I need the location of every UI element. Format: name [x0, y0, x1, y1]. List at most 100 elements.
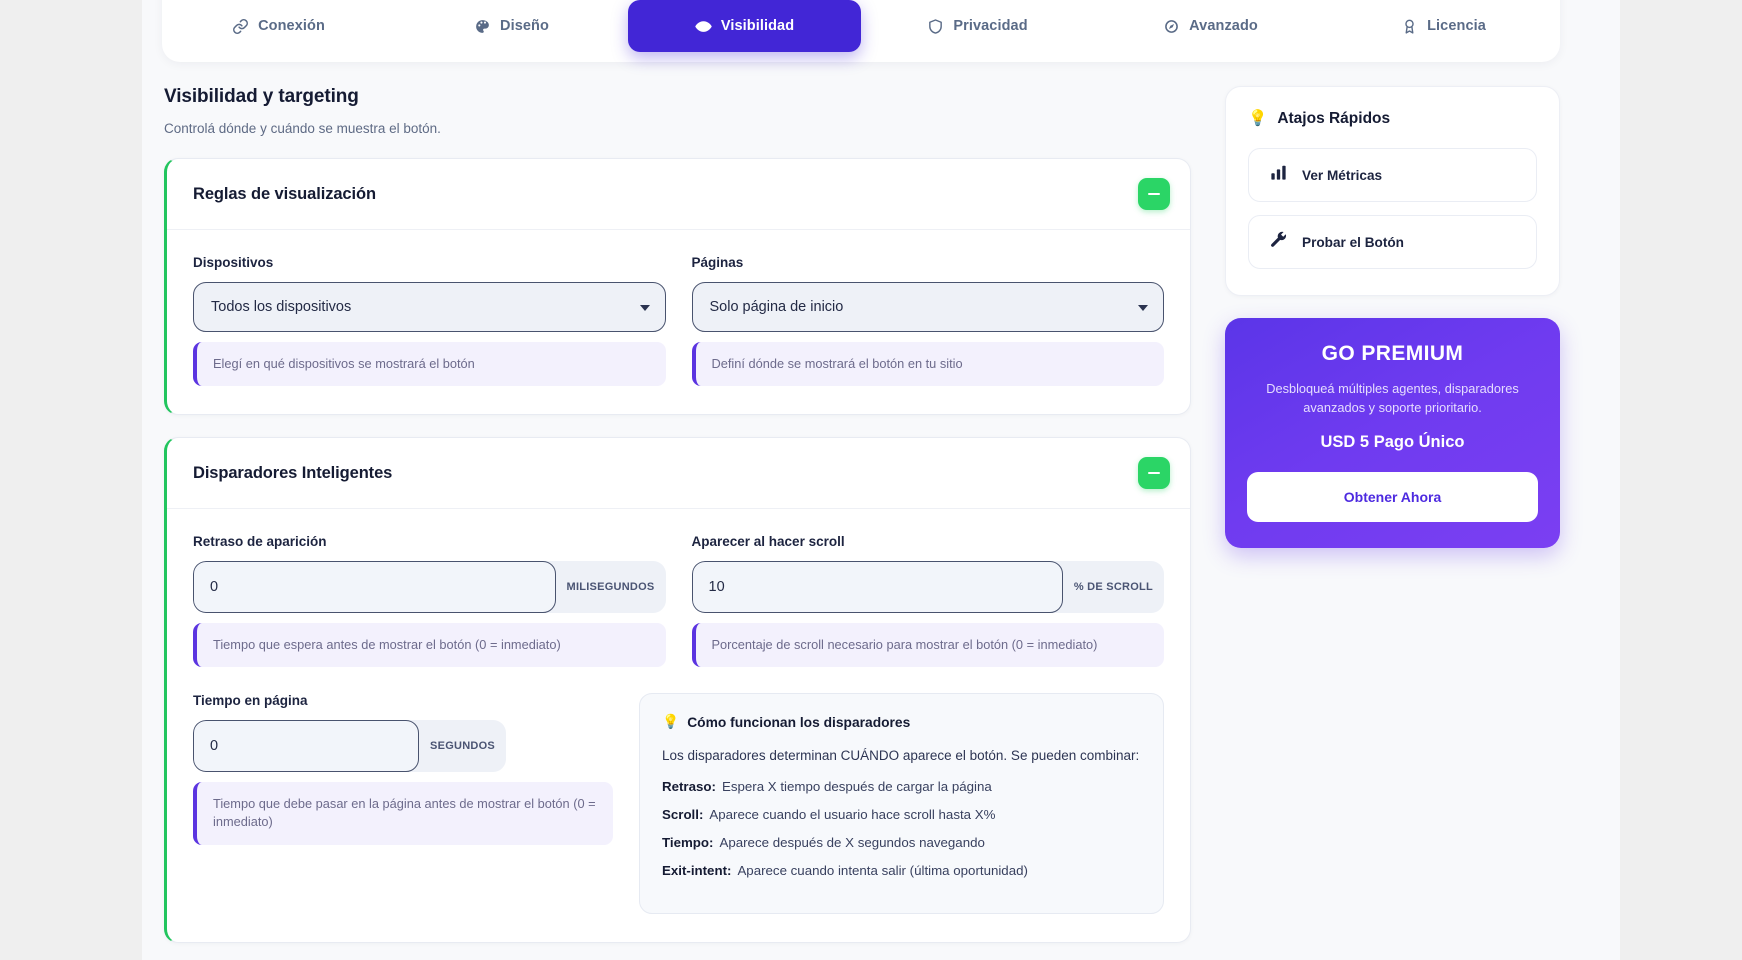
time-on-page-field: Tiempo en página SEGUNDOS Tiempo que deb…	[193, 693, 613, 914]
shortcut-ver-metricas[interactable]: Ver Métricas	[1248, 148, 1537, 202]
sidebar-column: 💡 Atajos Rápidos Ver Métricas	[1225, 86, 1560, 960]
chevron-down-icon	[639, 305, 650, 311]
triggers-body: Retraso de aparición MILISEGUNDOS Tiempo…	[167, 509, 1190, 942]
shortcut-label: Ver Métricas	[1302, 167, 1383, 183]
scroll-label: Aparecer al hacer scroll	[691, 534, 845, 550]
info-title-row: 💡 Cómo funcionan los disparadores	[662, 714, 1141, 730]
devices-hint: Elegí en qué dispositivos se mostrará el…	[193, 342, 666, 387]
section-title: Disparadores Inteligentes	[193, 463, 393, 482]
shortcut-probar-el-boton[interactable]: Probar el Botón	[1248, 215, 1537, 269]
shortcut-label: Probar el Botón	[1302, 234, 1404, 250]
triggers-header: Disparadores Inteligentes	[167, 438, 1190, 510]
scroll-field: Aparecer al hacer scroll % DE SCROLL Por…	[691, 534, 1164, 668]
delay-input-group: MILISEGUNDOS	[193, 561, 666, 614]
info-item-desc: Aparece cuando intenta salir (última opo…	[737, 863, 1028, 879]
bar-chart-icon	[1269, 163, 1288, 187]
collapse-display-rules-button[interactable]	[1138, 178, 1170, 210]
page-subtitle: Controlá dónde y cuándo se muestra el bo…	[164, 121, 441, 136]
tab-visibilidad[interactable]: Visibilidad	[628, 0, 861, 52]
app-page: Conexión Diseño	[142, 0, 1620, 960]
triggers-card: Disparadores Inteligentes Retraso de apa…	[164, 437, 1191, 944]
time-on-page-input[interactable]	[193, 720, 420, 773]
info-item-term: Tiempo:	[662, 835, 714, 851]
display-rules-card: Reglas de visualización Dispositivos Tod…	[164, 158, 1191, 416]
pages-label: Páginas	[691, 255, 744, 270]
tab-conexion[interactable]: Conexión	[162, 0, 395, 52]
tab-label: Visibilidad	[720, 18, 795, 34]
info-item-desc: Aparece después de X segundos navegando	[719, 835, 985, 851]
quick-shortcuts-card: 💡 Atajos Rápidos Ver Métricas	[1225, 86, 1560, 296]
scroll-hint: Porcentaje de scroll necesario para most…	[691, 623, 1164, 668]
minus-icon	[1148, 192, 1160, 196]
info-item-term: Retraso:	[662, 779, 716, 795]
section-title: Reglas de visualización	[193, 184, 376, 203]
info-item-term: Scroll:	[662, 807, 704, 823]
scroll-input[interactable]	[691, 561, 1063, 614]
lightbulb-icon: 💡	[1248, 110, 1268, 127]
pages-field: Páginas Solo página de inicio Definí dón…	[691, 255, 1164, 387]
info-title: Cómo funcionan los disparadores	[687, 714, 911, 730]
premium-cta-button[interactable]: Obtener Ahora	[1247, 472, 1538, 523]
shortcuts-title: Atajos Rápidos	[1277, 109, 1391, 127]
time-on-page-hint: Tiempo que debe pasar en la página antes…	[193, 782, 613, 845]
display-rules-body: Dispositivos Todos los dispositivos Eleg…	[167, 230, 1190, 414]
info-lead: Los disparadores determinan CUÁNDO apare…	[662, 748, 1140, 764]
palette-icon	[474, 18, 491, 35]
wrench-icon	[1269, 230, 1288, 254]
devices-select[interactable]: Todos los dispositivos	[193, 282, 666, 332]
eye-icon	[695, 18, 712, 35]
info-item-desc: Espera X tiempo después de cargar la pág…	[721, 779, 992, 795]
content-area: Visibilidad y targeting Controlá dónde y…	[142, 62, 1620, 960]
link-icon	[232, 18, 249, 35]
tab-label: Privacidad	[953, 18, 1028, 34]
tab-list: Conexión Diseño	[162, 0, 1560, 52]
gauge-icon	[1163, 18, 1180, 35]
info-item: Exit-intent: Aparece cuando intenta salir…	[662, 863, 1141, 878]
tab-privacidad[interactable]: Privacidad	[861, 0, 1094, 52]
devices-field: Dispositivos Todos los dispositivos Eleg…	[193, 255, 666, 387]
tab-licencia[interactable]: Licencia	[1327, 0, 1560, 52]
devices-selected-value: Todos los dispositivos	[211, 299, 352, 315]
info-item-desc: Aparece cuando el usuario hace scroll ha…	[709, 807, 996, 823]
chevron-down-icon	[1138, 305, 1148, 311]
tab-label: Diseño	[500, 18, 549, 34]
settings-tabbar: Conexión Diseño	[162, 0, 1560, 62]
main-column: Visibilidad y targeting Controlá dónde y…	[164, 86, 1191, 960]
tab-label: Avanzado	[1189, 18, 1258, 34]
premium-description: Desbloqueá múltiples agentes, disparador…	[1266, 381, 1519, 415]
minus-icon	[1148, 471, 1160, 475]
triggers-fields-bottom: Tiempo en página SEGUNDOS Tiempo que deb…	[193, 693, 1164, 915]
page-title: Visibilidad y targeting	[164, 86, 359, 107]
go-premium-card: GO PREMIUM Desbloqueá múltiples agentes,…	[1225, 318, 1560, 549]
pages-selected-value: Solo página de inicio	[709, 299, 844, 315]
tab-avanzado[interactable]: Avanzado	[1094, 0, 1327, 52]
tab-label: Conexión	[258, 18, 325, 34]
triggers-info-box: 💡 Cómo funcionan los disparadores Los di…	[639, 693, 1164, 915]
premium-price: USD 5 Pago Único	[1320, 433, 1465, 452]
info-item: Tiempo: Aparece después de X segundos nav…	[662, 835, 1141, 850]
info-item-term: Exit-intent:	[662, 863, 732, 879]
scroll-input-group: % DE SCROLL	[691, 561, 1164, 614]
delay-hint: Tiempo que espera antes de mostrar el bo…	[193, 623, 666, 668]
delay-field: Retraso de aparición MILISEGUNDOS Tiempo…	[193, 534, 666, 668]
delay-unit: MILISEGUNDOS	[566, 581, 655, 594]
tab-diseno[interactable]: Diseño	[395, 0, 628, 52]
delay-label: Retraso de aparición	[193, 534, 327, 550]
info-item: Scroll: Aparece cuando el usuario hace sc…	[662, 807, 1141, 822]
delay-input[interactable]	[193, 561, 556, 614]
devices-label: Dispositivos	[193, 255, 274, 270]
shield-icon	[927, 18, 944, 35]
pages-hint: Definí dónde se mostrará el botón en tu …	[691, 342, 1164, 387]
time-on-page-unit: SEGUNDOS	[430, 740, 495, 753]
premium-title: GO PREMIUM	[1321, 342, 1464, 365]
collapse-triggers-button[interactable]	[1138, 457, 1170, 490]
time-on-page-input-group: SEGUNDOS	[193, 720, 506, 773]
triggers-fields-top: Retraso de aparición MILISEGUNDOS Tiempo…	[193, 534, 1164, 668]
time-on-page-label: Tiempo en página	[193, 693, 308, 709]
display-rules-fields: Dispositivos Todos los dispositivos Eleg…	[193, 255, 1164, 387]
tab-label: Licencia	[1427, 18, 1486, 34]
scroll-unit: % DE SCROLL	[1073, 581, 1153, 594]
pages-select[interactable]: Solo página de inicio	[691, 282, 1164, 332]
award-icon	[1401, 18, 1418, 35]
